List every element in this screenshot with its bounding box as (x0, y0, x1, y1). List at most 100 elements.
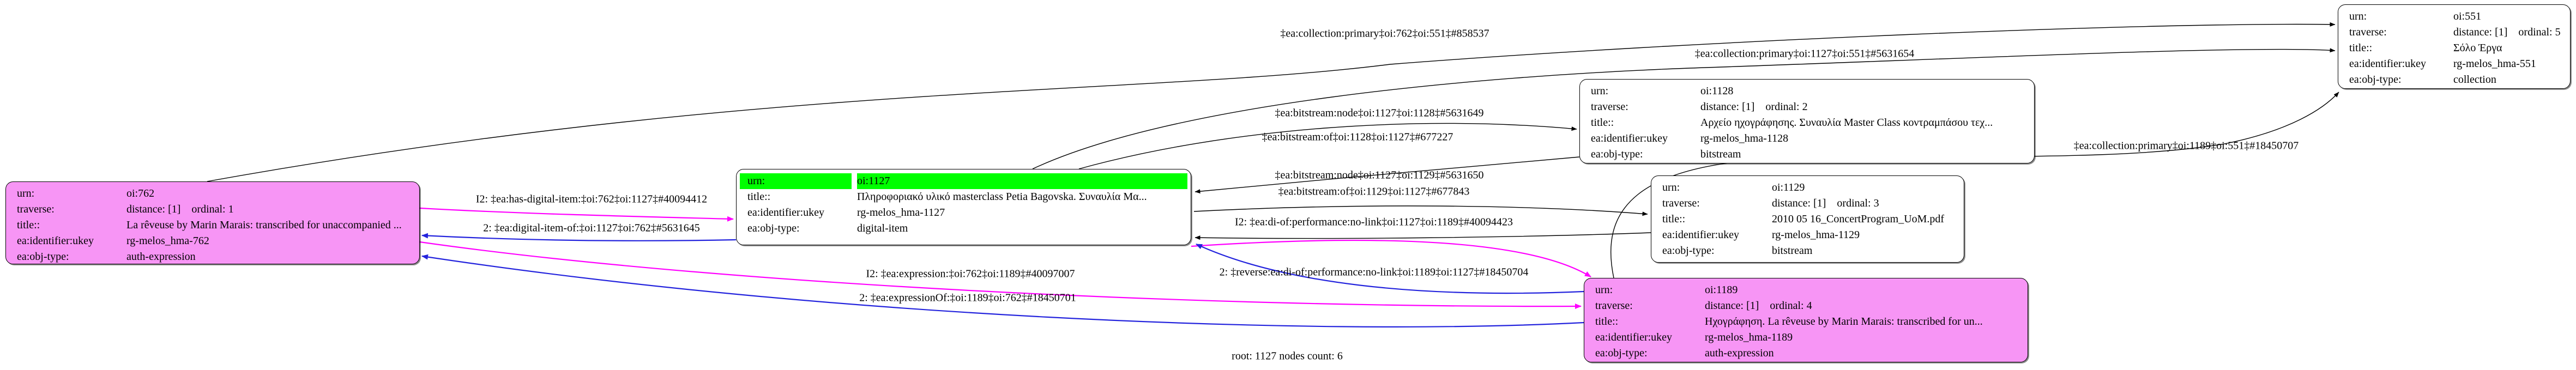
field-value: 2010 05 16_ConcertProgram_UoM.pdf (1772, 213, 1945, 225)
field-row: ea:obj-type: bitstream (1583, 147, 2031, 162)
field-row: ea:obj-type: auth-expression (9, 249, 416, 265)
edge-label-collection-primary-762-551: ‡ea:collection:primary‡oi:762‡oi:551‡#85… (1280, 27, 1489, 40)
field-label: title:: (747, 191, 771, 203)
field-row: title::Αρχείο ηχογράφησης. Συναυλία Mast… (1583, 115, 2031, 131)
node-oi-1127[interactable]: urn: oi:1127 title::Πληροφοριακό υλικό ma… (736, 169, 1191, 245)
field-value: La rêveuse by Marin Marais: transcribed … (126, 219, 402, 231)
field-row: title::Ηχογράφηση. La rêveuse by Marin M… (1588, 314, 2024, 330)
edge-label-bitstream-node-1127-1128: ‡ea:bitstream:node‡oi:1127‡oi:1128‡#5631… (1275, 107, 1484, 119)
field-label: ea:obj-type: (1595, 347, 1648, 359)
field-label: title:: (17, 219, 40, 231)
edge-bitstream-node-1127-1128 (1078, 123, 1577, 169)
field-label: urn: (740, 173, 852, 189)
field-row: urn: oi:1128 (1583, 83, 2031, 99)
field-value: oi:1127 (857, 173, 1187, 189)
edge-label-bitstream-node-1127-1129: ‡ea:bitstream:node‡oi:1127‡oi:1129‡#5631… (1275, 169, 1484, 181)
field-value: oi:551 (2453, 10, 2482, 22)
field-value: digital-item (857, 222, 908, 234)
field-value: oi:762 (126, 187, 155, 199)
node-oi-551[interactable]: urn: oi:551 traverse: distance: [1] ordina… (2338, 4, 2571, 89)
edge-label-expressionof-1189-762: 2: ‡ea:expressionOf:‡oi:1189‡oi:762‡#184… (859, 292, 1076, 304)
field-row: title::Σόλο Έργα (2342, 40, 2567, 56)
field-label: title:: (1662, 213, 1686, 225)
field-row: title::2010 05 16_ConcertProgram_UoM.pdf (1655, 211, 1960, 227)
edge-bitstream-of-1128-1127 (1195, 156, 1580, 194)
edge-collection-primary-1127-551 (1032, 48, 2336, 169)
field-row: title::La rêveuse by Marin Marais: trans… (9, 217, 416, 233)
edge-digital-item-of-1127-762 (421, 233, 737, 241)
field-value: distance: [1] ordinal: 4 (1705, 300, 1812, 312)
field-value: collection (2453, 74, 2496, 86)
field-value: rg-melos_hma-1129 (1772, 229, 1860, 241)
field-row: urn: oi:1129 (1655, 180, 1960, 196)
field-value: distance: [1] ordinal: 3 (1772, 197, 1879, 209)
field-value: bitstream (1700, 148, 1741, 160)
edge-has-digital-item-762-1127 (419, 207, 734, 222)
field-value: distance: [1] ordinal: 1 (126, 203, 234, 215)
field-row: traverse: distance: [1] ordinal: 4 (1588, 298, 2024, 314)
field-label: urn: (17, 187, 35, 199)
field-value: Αρχείο ηχογράφησης. Συναυλία Master Clas… (1700, 117, 1993, 129)
field-row: traverse: distance: [1] ordinal: 5 (2342, 25, 2567, 40)
field-row: urn: oi:551 (2342, 9, 2567, 25)
edge-expressionof-1189-762 (421, 254, 1584, 327)
field-label: ea:identifier:ukey (1591, 132, 1668, 144)
field-label: urn: (1662, 181, 1680, 193)
node-oi-762[interactable]: urn: oi:762 traverse: distance: [1] ordina… (5, 181, 420, 264)
field-label: ea:obj-type: (1591, 148, 1643, 160)
field-label: urn: (2349, 10, 2367, 22)
field-label: traverse: (2349, 26, 2387, 38)
field-value: rg-melos_hma-762 (126, 235, 209, 247)
edge-label-di-of-performance-1127-1189: I2: ‡ea:di-of:performance:no-link‡oi:112… (1234, 216, 1513, 228)
edge-label-bitstream-of-1129-1127: ‡ea:bitstream:of‡oi:1129‡oi:1127‡#677843 (1278, 185, 1470, 198)
field-row: traverse: distance: [1] ordinal: 2 (1583, 99, 2031, 115)
field-row: urn:oi:1189 (1588, 282, 2024, 298)
field-label: ea:obj-type: (1662, 245, 1715, 257)
field-value: rg-melos_hma-1127 (857, 207, 945, 219)
field-value: rg-melos_hma-1189 (1705, 331, 1793, 343)
node-oi-1128[interactable]: urn: oi:1128 traverse: distance: [1] ordin… (1579, 79, 2035, 163)
field-label: title:: (2349, 42, 2373, 54)
field-label: urn: (1591, 85, 1609, 97)
edge-bitstream-of-1129-1127 (1195, 232, 1651, 240)
field-label: ea:obj-type: (747, 222, 800, 234)
field-row: urn: oi:762 (9, 186, 416, 202)
field-label: traverse: (1662, 197, 1700, 209)
edge-di-of-performance-1127-1189 (1191, 239, 1591, 277)
edge-label-collection-primary-1189-551: ‡ea:collection:primary‡oi:1189‡oi:551‡#1… (2073, 139, 2299, 152)
node-oi-1189[interactable]: urn:oi:1189 traverse: distance: [1] ordin… (1584, 278, 2028, 362)
field-value: Πληροφοριακό υλικό masterclass Petia Bag… (857, 191, 1147, 203)
field-row: ea:obj-type:bitstream (1655, 243, 1960, 259)
edge-reverse-di-of-performance-1189-1127 (1196, 244, 1584, 294)
edge-label-has-digital-item-762-1127: I2: ‡ea:has-digital-item:‡oi:762‡oi:1127… (475, 193, 708, 205)
field-value: oi:1189 (1705, 284, 1738, 296)
field-label: ea:obj-type: (2349, 74, 2402, 86)
field-label: title:: (1595, 316, 1619, 327)
field-label: ea:obj-type: (17, 251, 69, 263)
field-value: oi:1129 (1772, 181, 1805, 193)
field-row: ea:identifier:ukey rg-melos_hma-762 (9, 233, 416, 249)
field-row: ea:identifier:ukey rg-melos_hma-1129 (1655, 227, 1960, 243)
edge-label-digital-item-of-1127-762: 2: ‡ea:digital-item-of:‡oi:1127‡oi:762‡#… (483, 222, 700, 234)
field-value: distance: [1] ordinal: 2 (1700, 101, 1808, 113)
root-status-text: root: 1127 nodes count: 6 (1232, 350, 1343, 362)
field-value: oi:1128 (1700, 85, 1734, 97)
field-label: traverse: (17, 203, 55, 215)
field-row: title::Πληροφοριακό υλικό masterclass Pe… (740, 189, 1187, 205)
field-value: Σόλο Έργα (2453, 42, 2502, 54)
field-value: distance: [1] ordinal: 5 (2453, 26, 2561, 38)
field-row: ea:obj-type:auth-expression (1588, 345, 2024, 361)
field-value: auth-expression (126, 251, 196, 263)
field-value: rg-melos_hma-551 (2453, 58, 2536, 70)
node-oi-1129[interactable]: urn: oi:1129 traverse: distance: [1] ordin… (1651, 175, 1964, 263)
field-label: ea:identifier:ukey (17, 235, 94, 247)
field-label: traverse: (1591, 101, 1628, 113)
edge-bitstream-node-1127-1129 (1193, 205, 1648, 216)
field-label: traverse: (1595, 300, 1633, 312)
edge-label-collection-primary-1127-551: ‡ea:collection:primary‡oi:1127‡oi:551‡#5… (1694, 47, 1915, 60)
field-label: ea:identifier:ukey (1662, 229, 1740, 241)
edge-label-reverse-di-of-performance-1189-1127: 2: ‡reverse:ea:di-of:performance:no-link… (1219, 266, 1529, 278)
